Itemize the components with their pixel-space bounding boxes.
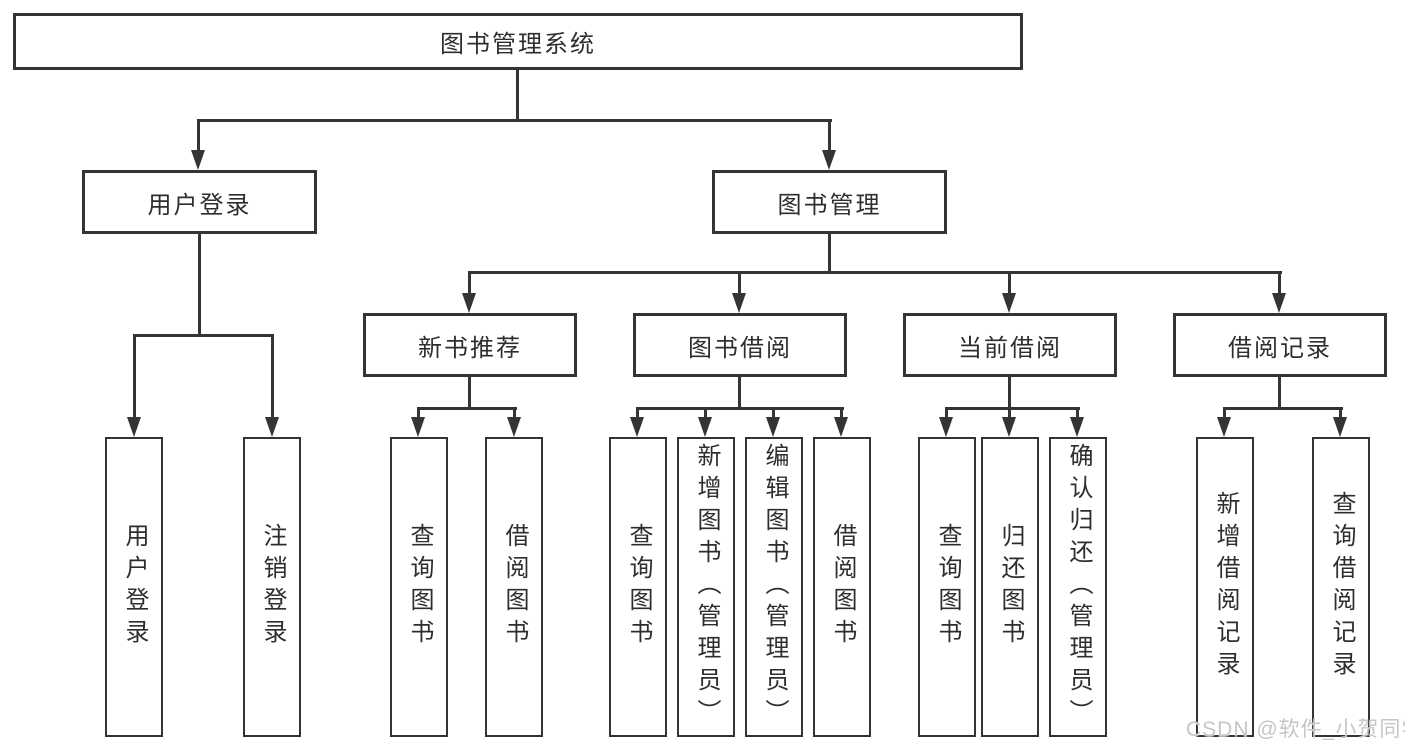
- leaf-user-login: 用户登录: [105, 437, 163, 737]
- arrowhead: [732, 293, 746, 313]
- arrowhead: [507, 417, 521, 437]
- connector-line: [1223, 407, 1343, 410]
- node-label: 新增借阅记录: [1212, 491, 1239, 683]
- leaf-borrow-books-recommend: 借阅图书: [485, 437, 543, 737]
- connector-line: [417, 409, 420, 419]
- connector-line: [1076, 409, 1079, 419]
- connector-line: [1278, 377, 1281, 409]
- leaf-borrow-books: 借阅图书: [813, 437, 871, 737]
- connector-line: [468, 273, 471, 295]
- connector-line: [704, 409, 707, 419]
- connector-line: [738, 377, 741, 409]
- node-label: 查询图书: [406, 523, 433, 651]
- node-label: 注销登录: [259, 523, 286, 651]
- connector-line: [828, 121, 831, 152]
- node-label: 编辑图书（管理员）: [761, 443, 788, 731]
- connector-line: [945, 409, 948, 419]
- connector-line: [198, 233, 201, 336]
- arrowhead: [127, 417, 141, 437]
- node-label: 归还图书: [997, 523, 1024, 651]
- node-label: 查询图书: [625, 523, 652, 651]
- leaf-query-borrow-record: 查询借阅记录: [1312, 437, 1370, 737]
- node-label: 新增图书（管理员）: [693, 443, 720, 731]
- node-label: 查询图书: [934, 523, 961, 651]
- connector-line: [840, 409, 843, 419]
- arrowhead: [834, 417, 848, 437]
- node-library-system: 图书管理系统: [13, 13, 1023, 70]
- connector-line: [1278, 273, 1281, 295]
- node-label: 借阅图书: [501, 523, 528, 651]
- node-label: 借阅记录: [1228, 334, 1332, 362]
- arrowhead: [265, 417, 279, 437]
- connector-line: [468, 377, 471, 409]
- csdn-watermark: CSDN @软件_小贺同学: [1186, 718, 1405, 741]
- connector-line: [945, 407, 1080, 410]
- arrowhead: [630, 417, 644, 437]
- arrowhead: [1217, 417, 1231, 437]
- connector-line: [636, 409, 639, 419]
- node-book-borrowing: 图书借阅: [633, 313, 847, 377]
- arrowhead: [1272, 293, 1286, 313]
- node-label: 新书推荐: [418, 334, 522, 362]
- arrowhead: [1002, 293, 1016, 313]
- connector-line: [1008, 409, 1011, 419]
- connector-line: [1339, 409, 1342, 419]
- node-label: 用户登录: [121, 523, 148, 651]
- node-label: 确认归还（管理员）: [1065, 443, 1092, 731]
- node-label: 借阅图书: [829, 523, 856, 651]
- connector-line: [197, 121, 200, 152]
- arrowhead: [766, 417, 780, 437]
- leaf-logout: 注销登录: [243, 437, 301, 737]
- connector-line: [1008, 377, 1011, 409]
- leaf-return-books: 归还图书: [981, 437, 1039, 737]
- node-current-borrowing: 当前借阅: [903, 313, 1117, 377]
- connector-line: [133, 334, 274, 337]
- leaf-edit-books-admin: 编辑图书（管理员）: [745, 437, 803, 737]
- node-label: 当前借阅: [958, 334, 1062, 362]
- node-user-login: 用户登录: [82, 170, 317, 234]
- node-borrowing-records: 借阅记录: [1173, 313, 1387, 377]
- arrowhead: [939, 417, 953, 437]
- node-label: 图书借阅: [688, 334, 792, 362]
- connector-line: [738, 273, 741, 295]
- node-new-book-recommend: 新书推荐: [363, 313, 577, 377]
- leaf-query-books-recommend: 查询图书: [390, 437, 448, 737]
- node-label: 查询借阅记录: [1328, 491, 1355, 683]
- connector-line: [636, 407, 844, 410]
- node-label: 用户登录: [147, 191, 252, 219]
- connector-line: [197, 119, 832, 122]
- connector-line: [516, 70, 519, 121]
- connector-line: [133, 336, 136, 419]
- leaf-confirm-return-admin: 确认归还（管理员）: [1049, 437, 1107, 737]
- connector-line: [468, 271, 1282, 274]
- connector-line: [828, 234, 831, 273]
- arrowhead: [1333, 417, 1347, 437]
- arrowhead: [698, 417, 712, 437]
- node-label: 图书管理系统: [440, 31, 596, 58]
- arrowhead: [462, 293, 476, 313]
- connector-line: [1008, 273, 1011, 295]
- connector-line: [1223, 409, 1226, 419]
- leaf-query-books-current: 查询图书: [918, 437, 976, 737]
- node-book-management: 图书管理: [712, 170, 947, 234]
- connector-line: [271, 336, 274, 419]
- connector-line: [772, 409, 775, 419]
- connector-line: [417, 407, 517, 410]
- connector-line: [513, 409, 516, 419]
- arrowhead: [822, 150, 836, 170]
- arrowhead: [1070, 417, 1084, 437]
- arrowhead: [1002, 417, 1016, 437]
- leaf-add-books-admin: 新增图书（管理员）: [677, 437, 735, 737]
- node-label: 图书管理: [777, 191, 882, 219]
- leaf-add-borrow-record: 新增借阅记录: [1196, 437, 1254, 737]
- leaf-query-books-borrowing: 查询图书: [609, 437, 667, 737]
- arrowhead: [191, 150, 205, 170]
- arrowhead: [411, 417, 425, 437]
